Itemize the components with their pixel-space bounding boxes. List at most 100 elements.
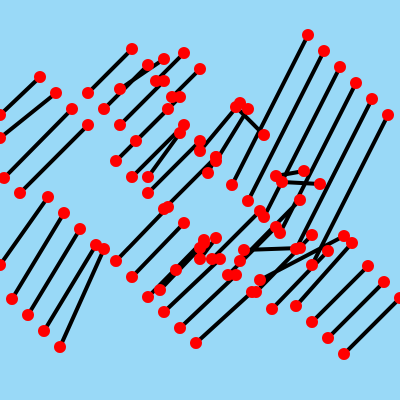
segment-dot-1-end	[50, 87, 62, 99]
segment-line-33	[210, 209, 262, 261]
segment-dot-2-end	[66, 103, 78, 115]
segment-dot-19-end	[350, 77, 362, 89]
segment-dot-51-end	[338, 230, 350, 242]
segment-dot-33-end	[254, 205, 266, 217]
segment-line-27	[114, 205, 170, 263]
segment-dot-48-start	[154, 284, 166, 296]
segment-line-45	[234, 105, 266, 137]
segment-line-41	[342, 296, 400, 356]
segment-dot-17-end	[318, 45, 330, 57]
segment-line-32	[194, 290, 254, 345]
segment-dot-4-end	[126, 43, 138, 55]
segment-dot-50-end	[294, 242, 306, 254]
segment-dot-22-end	[42, 191, 54, 203]
segment-line-10	[114, 107, 170, 163]
segment-dot-11-start	[126, 171, 138, 183]
segment-dot-4-start	[82, 87, 94, 99]
segment-line-21	[310, 113, 390, 267]
segment-dot-27-start	[110, 255, 122, 267]
segment-line-12	[146, 139, 202, 195]
segment-dot-38-end	[346, 237, 358, 249]
segment-dot-32-start	[190, 337, 202, 349]
segment-line-1	[0, 91, 58, 140]
segment-dot-29-start	[142, 291, 154, 303]
segment-dot-16-start	[226, 179, 238, 191]
segment-dot-15-end	[242, 103, 254, 115]
segment-dot-20-end	[366, 93, 378, 105]
segment-dot-24-start	[22, 309, 34, 321]
segment-dot-50-start	[238, 244, 250, 256]
segment-line-26	[58, 247, 106, 349]
segment-line-39	[310, 264, 370, 324]
segment-dot-34-end	[270, 221, 282, 233]
segment-dot-26-end	[98, 243, 110, 255]
segment-dot-24-end	[74, 223, 86, 235]
segment-dot-23-end	[58, 207, 70, 219]
segment-dot-21-start	[306, 259, 318, 271]
segment-dot-1-start	[0, 132, 6, 144]
segment-dot-3-start	[14, 187, 26, 199]
segment-line-22	[0, 195, 50, 267]
segment-dot-17-start	[242, 195, 254, 207]
segment-dot-51-start	[254, 274, 266, 286]
segment-dot-40-start	[322, 332, 334, 344]
segment-dot-33-start	[206, 253, 218, 265]
segment-dot-5-end	[142, 59, 154, 71]
segment-dot-39-start	[306, 316, 318, 328]
segment-dot-36-end	[306, 229, 318, 241]
segment-line-38	[294, 241, 354, 308]
segment-dot-25-start	[38, 325, 50, 337]
segment-dot-18-end	[334, 61, 346, 73]
segment-dot-47-end	[314, 178, 326, 190]
segment-line-2	[2, 107, 74, 180]
segment-dot-47-start	[276, 176, 288, 188]
segment-dot-22-start	[0, 259, 6, 271]
segment-dot-52-start	[194, 253, 206, 265]
segment-line-47	[280, 180, 322, 186]
segment-line-15	[214, 107, 250, 163]
segment-dot-41-start	[338, 348, 350, 360]
segment-dot-35-start	[234, 255, 246, 267]
segment-dot-27-end	[162, 201, 174, 213]
segment-dot-49-start	[170, 264, 182, 276]
segment-dot-2-start	[0, 172, 10, 184]
segment-dot-31-start	[174, 322, 186, 334]
segment-dot-42-start	[114, 83, 126, 95]
segment-dot-28-end	[178, 217, 190, 229]
segment-line-4	[86, 47, 134, 95]
segment-line-28	[130, 221, 186, 279]
segment-line-0	[0, 75, 42, 117]
segment-dot-52-end	[210, 232, 222, 244]
segment-dot-9-end	[194, 63, 206, 75]
segment-dot-36-start	[250, 286, 262, 298]
segment-dot-41-end	[394, 292, 400, 304]
segment-line-51	[258, 234, 346, 282]
segment-dot-8-end	[178, 47, 190, 59]
segment-line-43	[146, 131, 182, 179]
segment-dot-5-start	[98, 103, 110, 115]
segment-line-37	[270, 249, 330, 311]
segment-line-17	[246, 49, 326, 203]
segment-dot-7-start	[130, 135, 142, 147]
segment-dot-3-end	[82, 119, 94, 131]
segment-dot-38-start	[290, 300, 302, 312]
segment-dot-37-end	[322, 245, 334, 257]
segment-dot-45-start	[230, 101, 242, 113]
segment-dot-0-start	[0, 109, 6, 121]
segment-dot-23-start	[6, 293, 18, 305]
segment-line-42	[118, 57, 166, 91]
segment-line-40	[326, 280, 386, 340]
segment-dot-16-end	[302, 29, 314, 41]
segment-dot-43-end	[174, 127, 186, 139]
segment-dot-26-start	[54, 341, 66, 353]
segment-dot-45-end	[258, 129, 270, 141]
segment-line-20	[294, 97, 374, 251]
segment-line-24	[26, 227, 82, 317]
segment-dot-0-end	[34, 71, 46, 83]
segment-dot-44-start	[202, 167, 214, 179]
segment-line-3	[18, 123, 90, 195]
segment-dot-9-start	[166, 91, 178, 103]
segment-dot-44-end	[210, 151, 222, 163]
segment-dot-40-end	[378, 276, 390, 288]
segment-dot-30-start	[158, 306, 170, 318]
